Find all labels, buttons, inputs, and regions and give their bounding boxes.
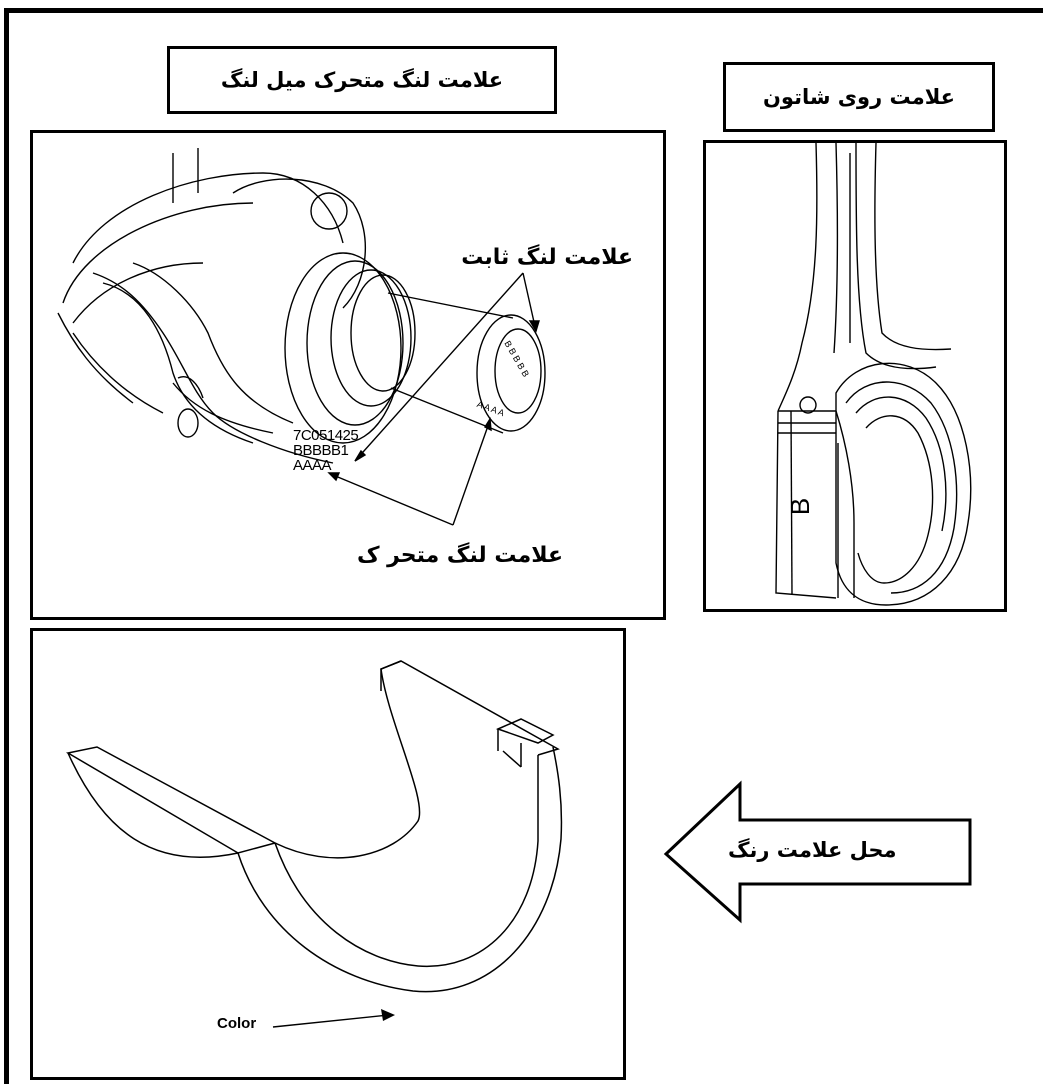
- crank-pin-mark-title: علامت لنگ متحرک میل لنگ: [221, 68, 503, 92]
- crankshaft-illustration: [33, 133, 666, 620]
- crank-pin-mark-title-box: علامت لنگ متحرک میل لنگ: [167, 46, 557, 114]
- conrod-mark-title: علامت روی شاتون: [763, 85, 955, 109]
- crankshaft-panel: علامت لنگ ثابت علامت لنگ متحر ک 7C051425…: [30, 130, 666, 620]
- stamp-line-3: AAAA: [293, 458, 331, 473]
- conrod-illustration: [706, 143, 1007, 612]
- color-callout-label: Color: [217, 1015, 256, 1032]
- conrod-panel: B: [703, 140, 1007, 612]
- color-mark-location-label: محل علامت رنگ: [728, 838, 897, 862]
- conrod-size-letter: B: [785, 498, 816, 515]
- bearing-illustration: [33, 631, 626, 1080]
- bearing-panel: Color: [30, 628, 626, 1080]
- stamp-line-1: 7C051425: [293, 428, 358, 443]
- stamp-line-2: BBBBB1: [293, 443, 348, 458]
- pin-journal-mark-label: علامت لنگ متحر ک: [357, 543, 563, 568]
- main-journal-mark-label: علامت لنگ ثابت: [461, 245, 633, 270]
- conrod-mark-title-box: علامت روی شاتون: [723, 62, 995, 132]
